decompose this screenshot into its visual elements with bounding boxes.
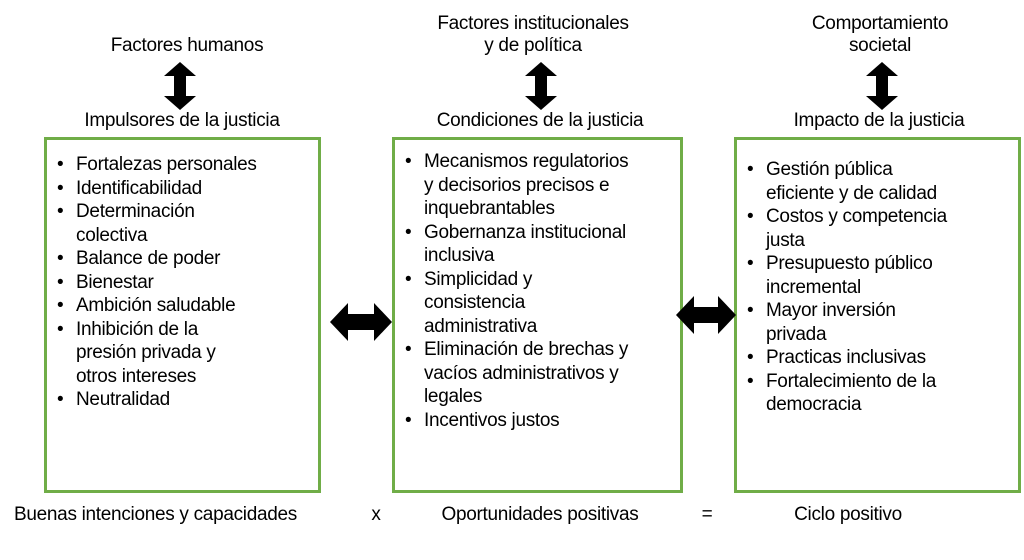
list-item: Bienestar (47, 271, 318, 295)
list-item: Practicas inclusivas (737, 346, 1018, 370)
bottom-label-positive-cycle: Ciclo positivo (794, 504, 902, 525)
list-item: Balance de poder (47, 247, 318, 271)
operator-equals: = (701, 504, 713, 525)
list-item: Fortalezas personales (47, 153, 318, 177)
list-item: Identificabilidad (47, 177, 318, 201)
vertical-double-arrow-1 (164, 62, 196, 110)
horizontal-double-arrow-1 (330, 303, 392, 341)
list-item: Ambición saludable (47, 294, 318, 318)
vertical-double-arrow-3 (866, 62, 898, 110)
operator-multiply: x (371, 504, 381, 525)
top-label-human-factors: Factores humanos (110, 35, 264, 56)
box-drivers: Fortalezas personales Identificabilidad … (44, 137, 321, 493)
bottom-label-good-intentions: Buenas intenciones y capacidades (14, 504, 297, 525)
vertical-double-arrow-2 (525, 62, 557, 110)
horizontal-double-arrow-2 (676, 296, 736, 334)
header-impact: Impacto de la justicia (793, 110, 965, 131)
header-conditions: Condiciones de la justicia (436, 110, 644, 131)
header-drivers: Impulsores de la justicia (84, 110, 280, 131)
top-label-institutional-factors: Factores institucionales y de política (437, 13, 629, 56)
bottom-label-positive-opportunities: Oportunidades positivas (441, 504, 639, 525)
list-item: Neutralidad (47, 388, 318, 412)
list-item: Incentivos justos (395, 409, 680, 433)
top-label-societal-behavior: Comportamiento societal (811, 13, 949, 56)
